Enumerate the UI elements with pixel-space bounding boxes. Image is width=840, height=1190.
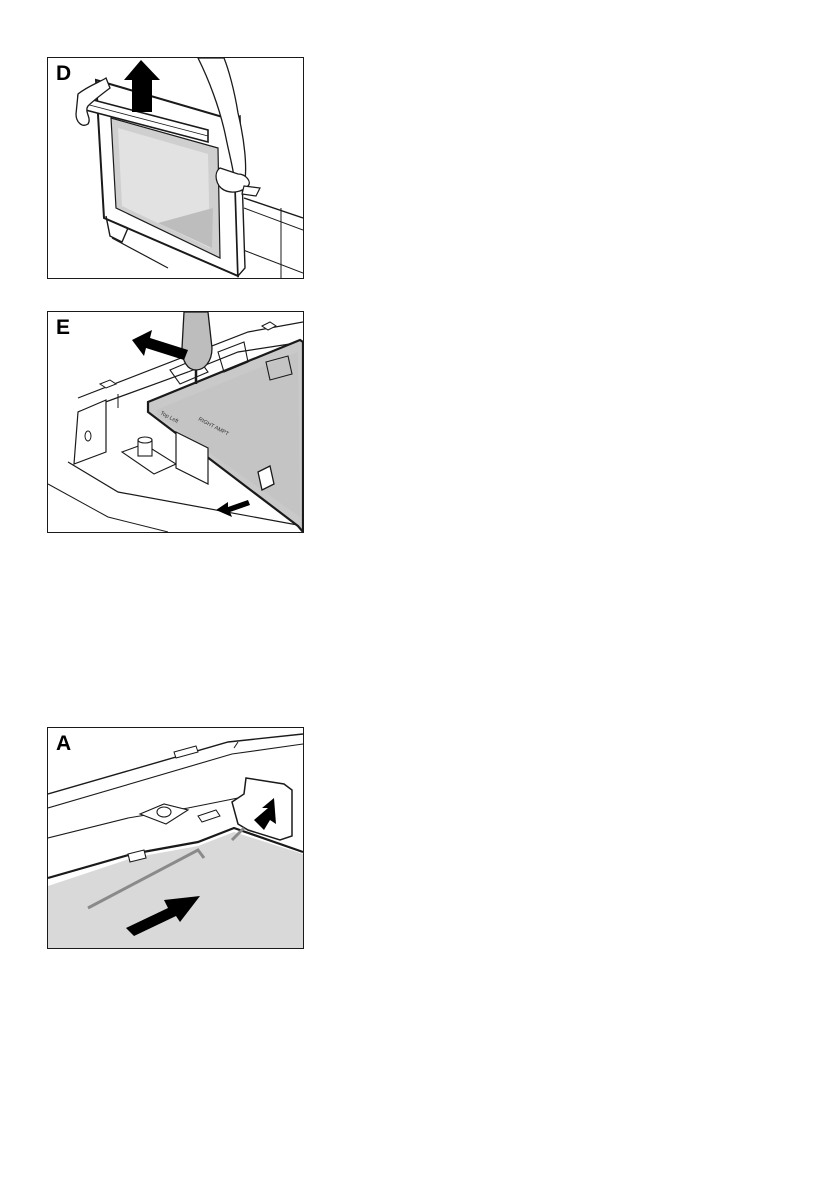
figure-d: D (47, 57, 304, 279)
screwdriver (182, 312, 212, 370)
figure-label-d: D (56, 62, 71, 86)
figure-a: A (47, 727, 304, 949)
arrow-down-left (216, 500, 250, 517)
glass-removal-illustration: Top Left RIGHT AMPT (48, 312, 303, 532)
glass-insertion-illustration (48, 728, 303, 948)
door-removal-illustration (48, 58, 303, 278)
figure-label-e: E (56, 316, 70, 340)
figure-e: E Top Left RIGHT AMPT (47, 311, 304, 533)
figure-label-a: A (56, 732, 71, 756)
glass-pane (48, 832, 303, 948)
arrow-left (132, 330, 188, 360)
